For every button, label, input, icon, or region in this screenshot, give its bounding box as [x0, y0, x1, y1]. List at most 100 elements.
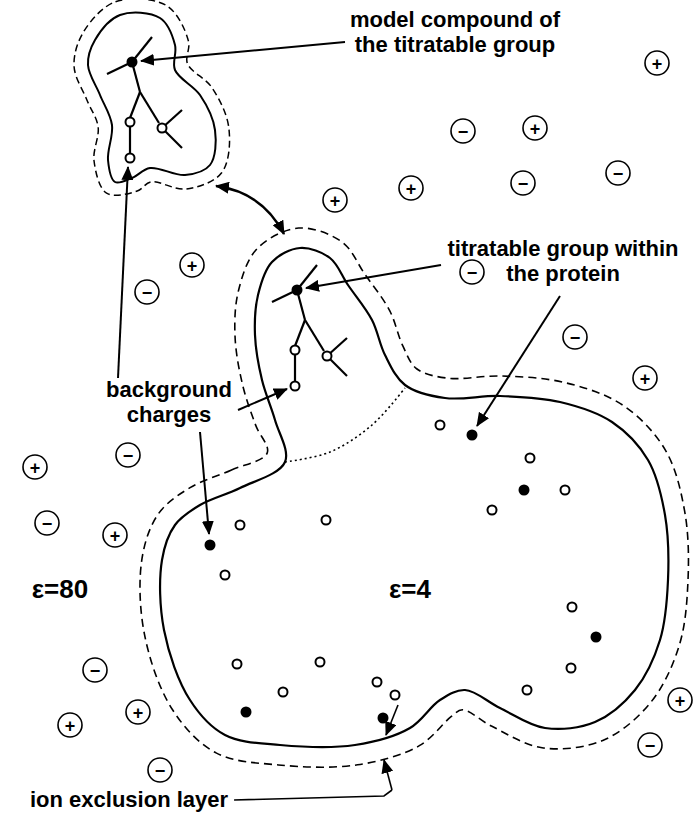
layer-arrow	[384, 760, 392, 790]
group-boundary	[285, 388, 405, 462]
ion-circle	[460, 260, 484, 284]
background-charge	[316, 658, 325, 667]
ion-sign: −	[117, 447, 139, 465]
ion-circle	[638, 733, 662, 757]
dielectric-label: ε=4	[389, 575, 431, 604]
ion-circle	[668, 688, 692, 712]
ion-sign: +	[634, 370, 656, 388]
ion-circle	[511, 171, 535, 195]
chemical-bond	[130, 92, 140, 118]
ion-sign: +	[181, 257, 203, 275]
background-charge	[526, 454, 535, 463]
ion-sign: +	[400, 180, 422, 198]
ion-circle	[135, 280, 159, 304]
titratable-site	[519, 485, 530, 496]
titratable-site	[205, 540, 216, 551]
titratable-site	[591, 632, 602, 643]
background-charge	[322, 516, 331, 525]
ion-sign: −	[461, 264, 483, 282]
chemical-bond	[129, 126, 131, 154]
ion-sign: +	[24, 459, 46, 477]
ion-sign: −	[639, 737, 661, 755]
background-charge	[126, 154, 135, 163]
ion-circle	[83, 658, 107, 682]
chemical-bond	[294, 354, 296, 382]
titratable-site	[467, 430, 478, 441]
leader-arrow	[118, 167, 128, 378]
ion-sign: +	[127, 704, 149, 722]
background-charge	[233, 660, 242, 669]
ion-sign: −	[452, 123, 474, 141]
ion-circle	[35, 511, 59, 535]
background-charge	[391, 691, 400, 700]
background-charge	[323, 352, 332, 361]
leader-arrow	[200, 432, 209, 534]
ion-sign: +	[669, 692, 691, 710]
background-charge	[221, 571, 230, 580]
titratable-site	[378, 713, 389, 724]
ion-circle	[399, 176, 423, 200]
leader-arrow	[477, 296, 560, 426]
background-charge	[279, 688, 288, 697]
ion-sign: +	[104, 527, 126, 545]
background-charge	[436, 421, 445, 430]
ion-sign: −	[607, 165, 629, 183]
titratable-site	[292, 285, 303, 296]
ion-circle	[23, 455, 47, 479]
ion-circle	[126, 700, 150, 724]
chemical-bond	[140, 92, 159, 123]
model-compound	[107, 37, 182, 163]
ion-circle	[58, 713, 82, 737]
ion-circle	[606, 161, 630, 185]
ion-circle	[523, 116, 547, 140]
ion-circle	[180, 253, 204, 277]
chemical-bond	[295, 320, 305, 346]
background-charge	[236, 521, 245, 530]
ion-sign: −	[136, 284, 158, 302]
ion-circle	[116, 443, 140, 467]
background-charge	[523, 686, 532, 695]
background-charge	[373, 678, 382, 687]
callout-label: ion exclusion layer	[30, 788, 228, 813]
dielectric-label: ε=80	[32, 575, 88, 604]
ion-sign: +	[324, 192, 346, 210]
leader-arrow	[306, 265, 441, 288]
background-charge	[126, 118, 135, 127]
ion-sign: −	[36, 515, 58, 533]
ion-sign: +	[646, 55, 668, 73]
ion-sign: −	[512, 175, 534, 193]
background-charge	[291, 346, 300, 355]
protein-outline	[140, 215, 695, 785]
ion-sign: +	[524, 120, 546, 138]
double-arrow	[216, 186, 284, 234]
background-charge	[488, 506, 497, 515]
ion-sign: −	[84, 662, 106, 680]
ion-circle	[563, 325, 587, 349]
leader-arrow	[238, 389, 287, 410]
ion-sign: −	[564, 329, 586, 347]
ion-circle	[323, 188, 347, 212]
titratable-group	[272, 265, 347, 391]
ion-circle	[645, 51, 669, 75]
background-charge	[568, 603, 577, 612]
ion-circle	[148, 758, 172, 782]
ion-sign: −	[149, 762, 171, 780]
callout-label: background charges	[79, 378, 259, 427]
ion-exclusion-outline	[74, 0, 230, 195]
ion-circle	[633, 366, 657, 390]
background-charge	[567, 664, 576, 673]
ion-exclusion-outline	[140, 228, 688, 767]
leader-line	[234, 790, 392, 800]
protein-region: ε=4	[140, 215, 695, 785]
background-charge	[291, 382, 300, 391]
titratable-site	[241, 707, 252, 718]
callout-label: model compound of the titratable group	[343, 8, 568, 57]
ion-sign: +	[59, 717, 81, 735]
ion-circle	[451, 119, 475, 143]
background-charge	[561, 486, 570, 495]
ion-circle	[103, 523, 127, 547]
chemical-bond	[305, 320, 324, 351]
leader-arrow	[141, 42, 345, 61]
titratable-site	[127, 57, 138, 68]
protein-surface	[160, 248, 668, 747]
